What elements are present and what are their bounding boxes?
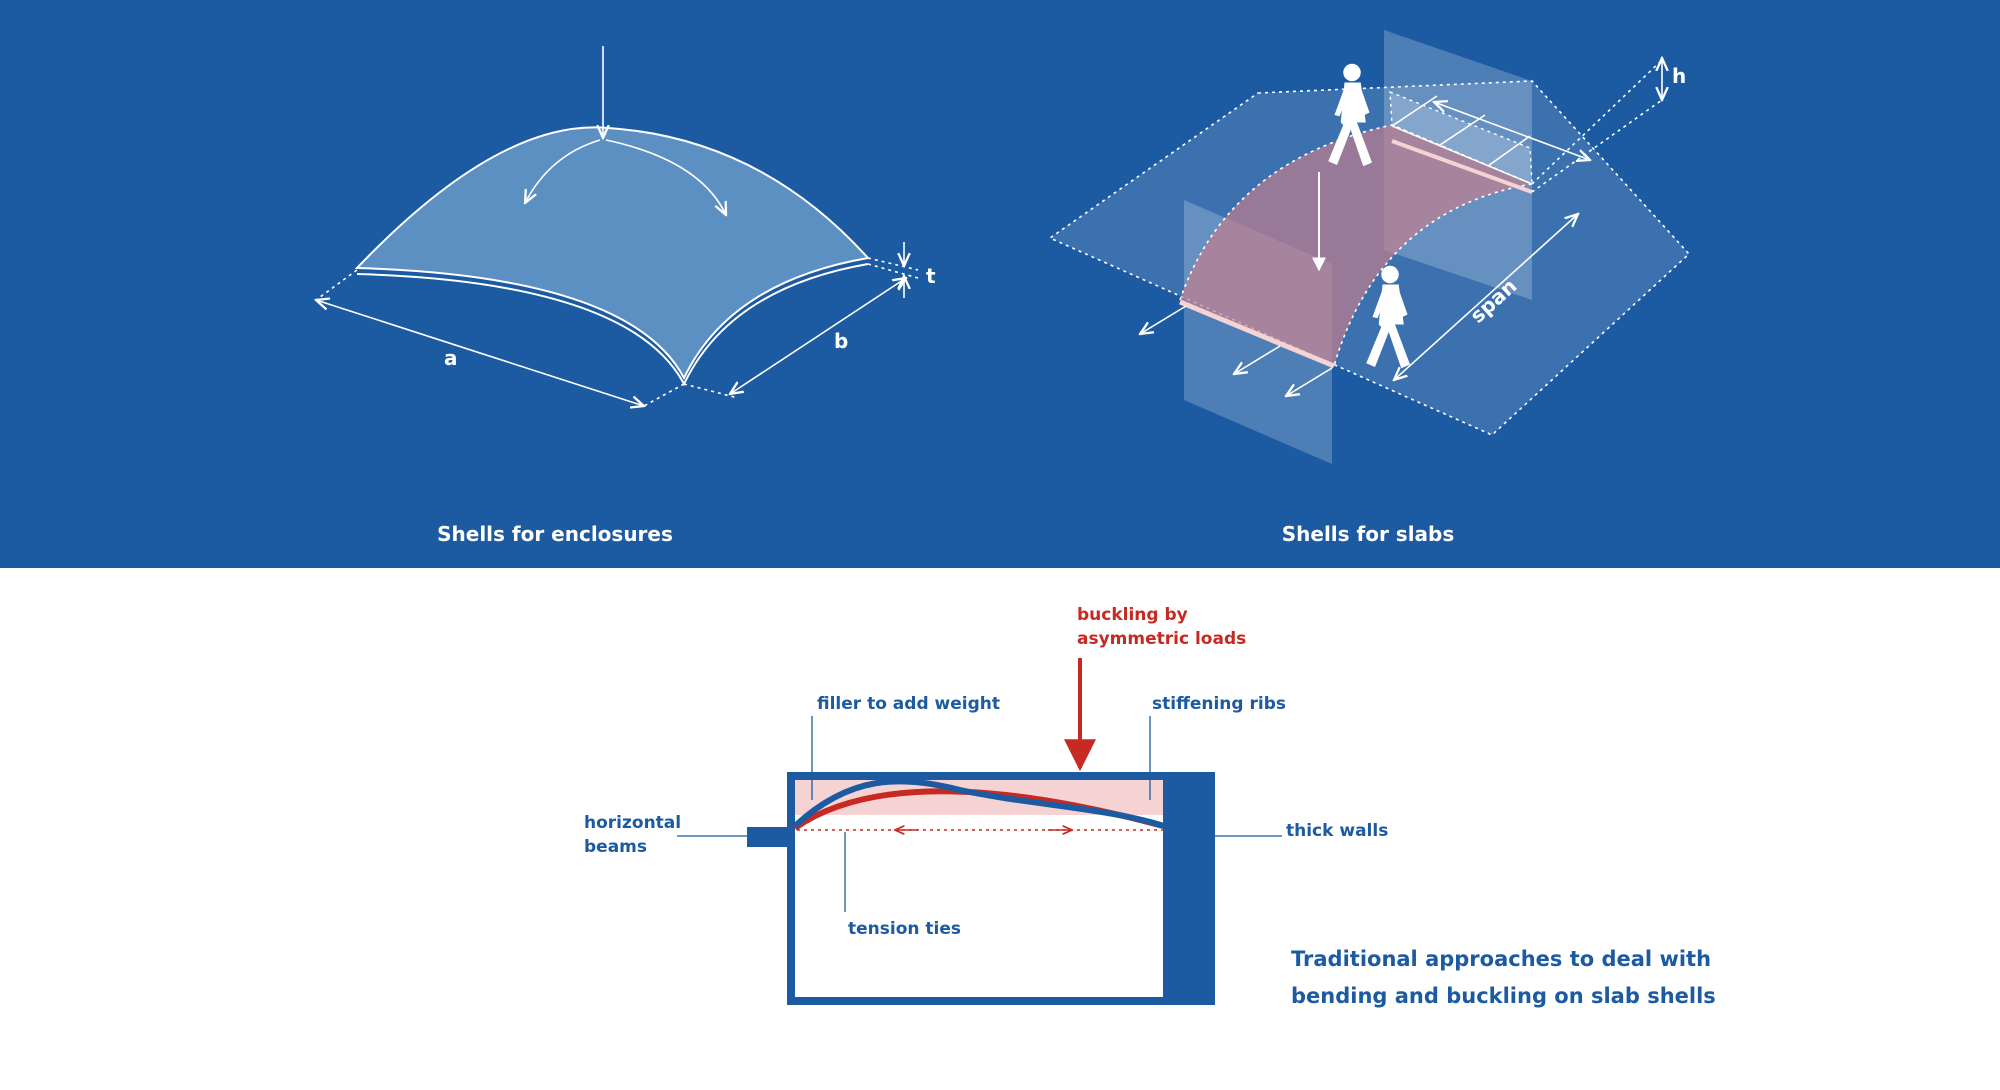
label-b: b — [834, 329, 848, 353]
label-tension-ties: tension ties — [848, 919, 961, 939]
slab-edge-back — [1391, 139, 1533, 194]
caption-enclosures: Shells for enclosures — [437, 522, 673, 546]
traditional-approaches-diagram: buckling by asymmetric loads filler to a… — [584, 605, 1716, 1008]
shell-blue-curve — [792, 778, 1168, 830]
enclosure-shell-diagram: a b t Shells for enclosures — [316, 46, 936, 546]
label-t: t — [926, 264, 936, 288]
label-filler: filler to add weight — [817, 694, 1000, 714]
load-spread-arrow-right — [605, 139, 726, 215]
label-thick-walls: thick walls — [1286, 821, 1388, 841]
dimension-span — [1394, 214, 1578, 380]
label-horizontal-line1: horizontal — [584, 813, 681, 833]
label-buckling-line1: buckling by — [1077, 605, 1188, 625]
label-a: a — [444, 346, 458, 370]
thick-wall — [1167, 772, 1215, 1005]
rib-line — [1391, 95, 1438, 127]
extension-line — [643, 383, 685, 407]
extension-line — [867, 257, 919, 271]
dimension-a — [316, 300, 644, 406]
extension-line — [1531, 99, 1663, 193]
thrust-arrow — [1140, 305, 1187, 334]
caption-line1: Traditional approaches to deal with — [1291, 947, 1711, 971]
dimension-b — [730, 278, 906, 394]
label-horizontal-line2: beams — [584, 837, 647, 857]
filler-region — [793, 779, 1167, 815]
slab-edge-front — [1179, 299, 1335, 369]
label-h: h — [1672, 64, 1686, 88]
thrust-arrow — [1234, 345, 1281, 374]
extension-line — [315, 269, 358, 301]
caption-slabs: Shells for slabs — [1282, 522, 1455, 546]
slab-shell-diagram: h span Shells for slabs — [1048, 30, 1691, 546]
slab-shell — [1179, 124, 1535, 368]
label-buckling-line2: asymmetric loads — [1077, 629, 1246, 649]
horizontal-beam — [747, 827, 791, 847]
extension-line — [1531, 59, 1663, 185]
dimension-width — [1434, 102, 1590, 160]
caption-line2: bending and buckling on slab shells — [1291, 984, 1716, 1008]
top-panel-background — [0, 0, 2000, 568]
thrust-arrow — [1286, 367, 1333, 396]
extension-line — [683, 383, 739, 399]
label-stiffening-ribs: stiffening ribs — [1152, 694, 1286, 714]
load-spread-arrow-left — [525, 139, 601, 203]
